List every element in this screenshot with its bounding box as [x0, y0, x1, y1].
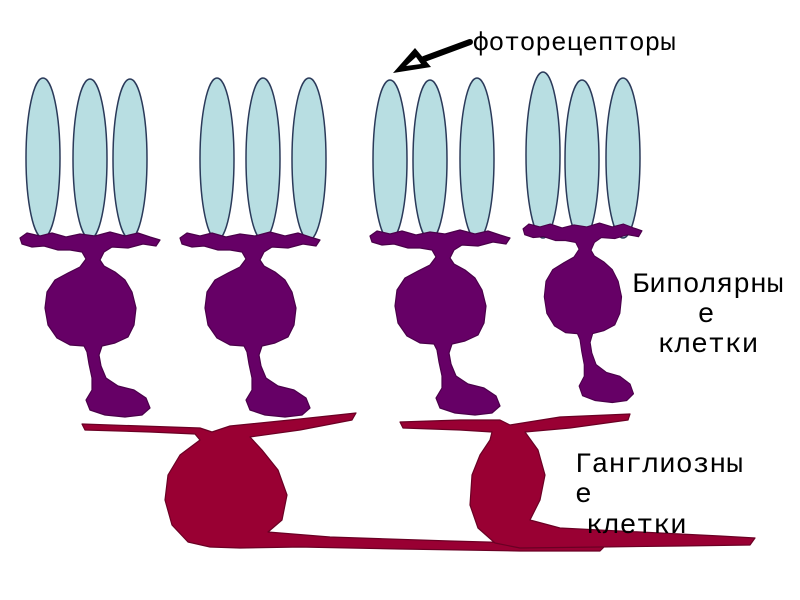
label-ganglion-line-2: е [575, 480, 592, 511]
label-ganglion-line-3: клетки [586, 511, 687, 542]
photoreceptor [605, 77, 641, 239]
arrow-head-highlight [406, 57, 421, 66]
photoreceptor [72, 78, 108, 240]
label-bipolar-line-2: е [698, 300, 715, 331]
photoreceptor [112, 78, 148, 240]
photoreceptor-group-2 [199, 77, 327, 241]
photoreceptor [372, 79, 408, 241]
arrow-head [393, 48, 431, 73]
label-ganglion-cells: Ганглиозны е клетки [575, 450, 743, 542]
photoreceptor [25, 77, 61, 239]
ganglion-cell-2 [399, 413, 756, 549]
photoreceptor [564, 79, 600, 241]
label-ganglion-line-1: Ганглиозны [575, 450, 743, 481]
photoreceptor-group-1 [25, 77, 148, 240]
photoreceptor [459, 77, 495, 241]
photoreceptor [245, 77, 281, 241]
label-bipolar-line-1: Биполярны [632, 270, 783, 301]
photoreceptor [291, 77, 327, 241]
photoreceptor [525, 71, 561, 239]
photoreceptor [412, 79, 448, 241]
bipolar-cell-1 [19, 231, 161, 418]
label-bipolar-cells: Биполярны е клетки [632, 270, 783, 361]
photoreceptor-group-4 [525, 71, 641, 241]
label-bipolar-line-3: клетки [658, 330, 759, 361]
arrow-shaft [421, 39, 473, 62]
bipolar-cell-2 [179, 231, 321, 418]
bipolar-cell-4 [522, 222, 643, 404]
photoreceptor [199, 77, 235, 241]
label-photoreceptors: фоторецепторы [473, 28, 676, 58]
arrow-pointer-icon [393, 39, 473, 73]
photoreceptor-group-3 [372, 77, 495, 241]
bipolar-cell-3 [369, 229, 511, 416]
